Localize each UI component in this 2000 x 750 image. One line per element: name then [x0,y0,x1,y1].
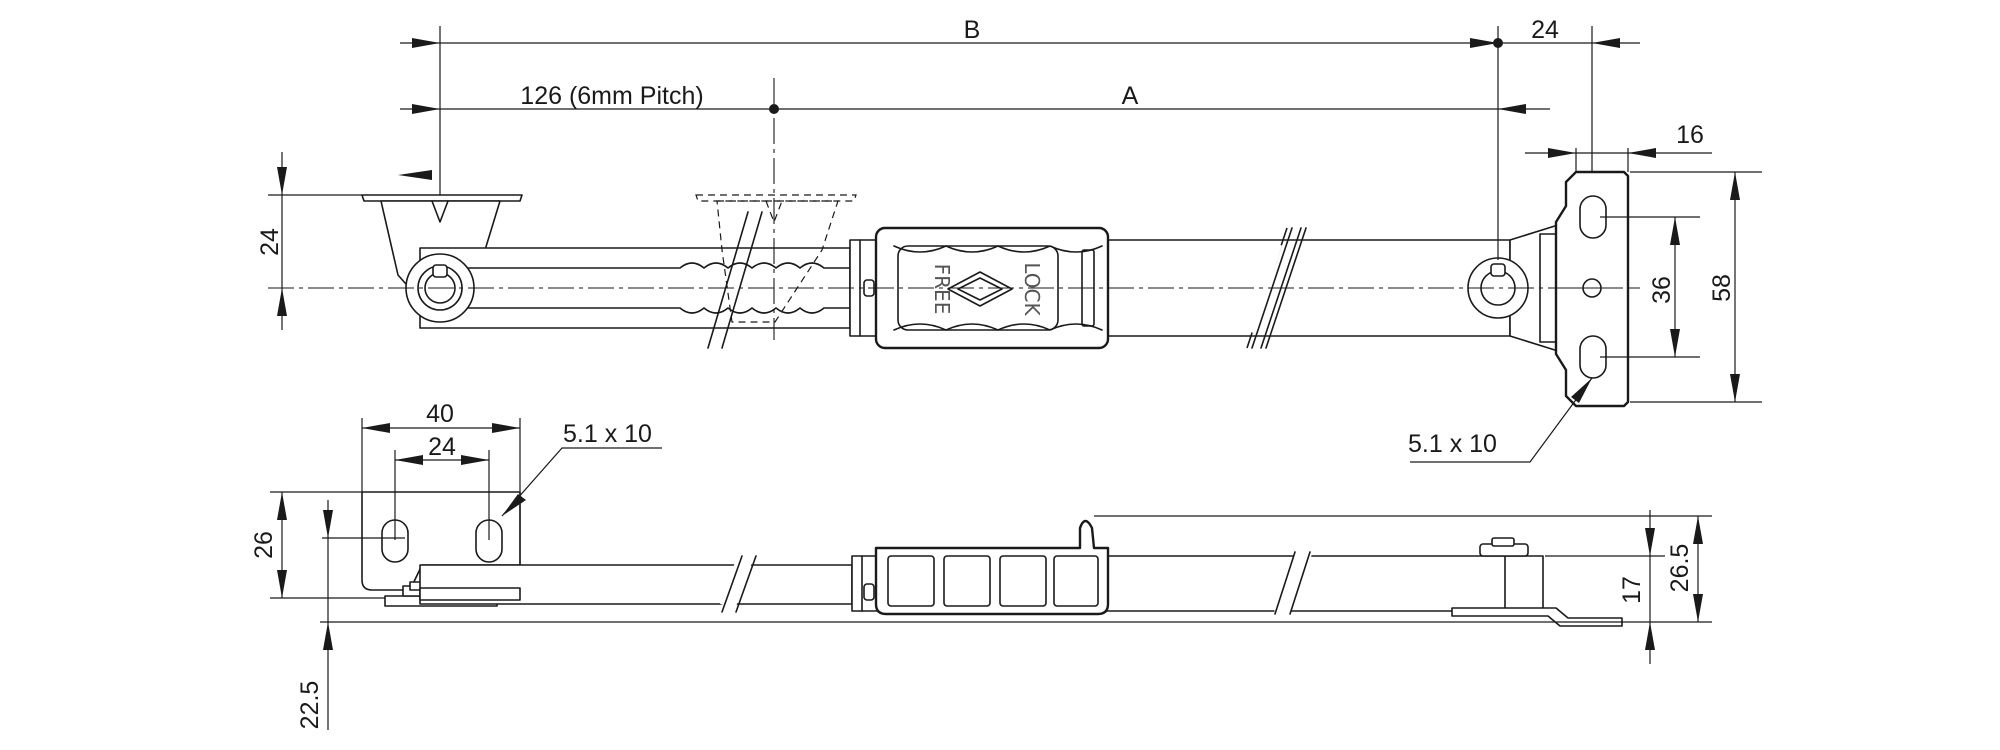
free-label: FREE [930,264,954,315]
dim-left-height: 24 [256,228,284,256]
dim-bottom-offset: 22.5 [296,681,324,730]
side-knob[interactable] [863,519,1110,616]
dim-bracket-width: 16 [1676,121,1704,149]
alternate-position-hidden [695,194,857,323]
dim-bar-height: 17 [1618,576,1646,604]
top-dimensions: B 24 126 (6mm Pitch) A 24 16 36 [256,16,1762,463]
dim-slot-pitch: 24 [428,433,456,461]
dim-b: B [964,16,981,44]
side-right-end [1451,537,1623,627]
side-view [361,491,1623,627]
dim-plate-length: 40 [426,400,454,428]
dim-plate-height: 26 [250,531,278,559]
top-view: FREE LOCK [268,78,1640,408]
dim-end-offset: 24 [1531,16,1559,44]
break-marks [707,211,1307,349]
dim-bracket-height: 58 [1708,274,1736,302]
dim-pitch: 126 (6mm Pitch) [520,82,703,110]
side-break-marks [719,549,1312,617]
dim-a: A [1122,82,1139,110]
dim-total-height: 26.5 [1666,544,1694,593]
dim-slot-size-left: 5.1 x 10 [563,420,652,448]
dim-slot-spacing: 36 [1648,276,1676,304]
side-dimensions: 40 24 5.1 x 10 26 22.5 17 [250,400,1712,730]
right-pivot [1467,257,1529,319]
dim-slot-size-right: 5.1 x 10 [1408,430,1497,458]
lock-label: LOCK [1020,262,1044,316]
